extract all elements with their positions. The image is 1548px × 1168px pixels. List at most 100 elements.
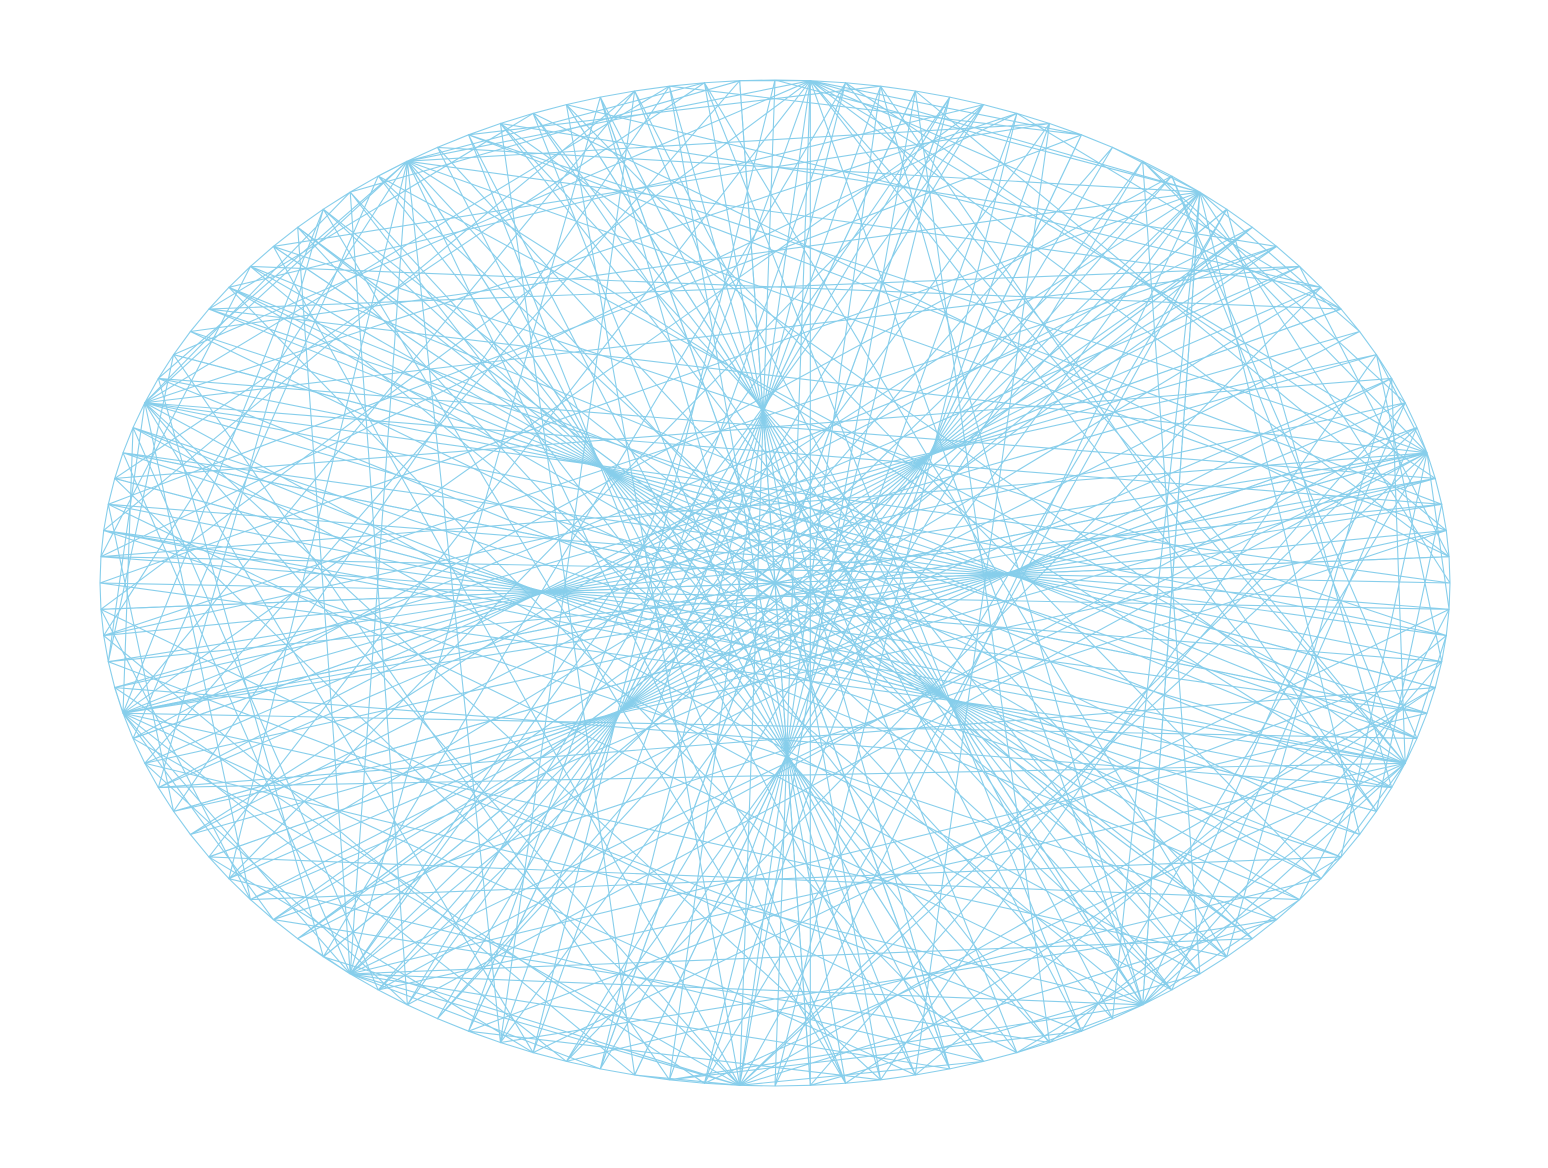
chord-line <box>1016 856 1342 1054</box>
ring-segment <box>532 104 567 114</box>
chord-line <box>499 122 1406 764</box>
ring-segment <box>1391 377 1406 404</box>
chord-line <box>173 85 670 812</box>
ring-segment <box>599 1068 636 1076</box>
ring-segment <box>122 427 134 454</box>
chord-line <box>189 330 1418 739</box>
chord-line <box>1111 146 1201 193</box>
chord-line <box>377 160 408 177</box>
chord-line <box>272 245 1278 921</box>
chord-line <box>122 427 134 714</box>
ring-segment <box>1142 989 1173 1006</box>
chord-line <box>208 112 534 310</box>
ring-segment <box>1434 477 1443 505</box>
ring-segment <box>1299 265 1322 288</box>
ring-segment <box>1142 160 1173 177</box>
chord-line <box>144 762 408 1006</box>
chord-line <box>532 608 1450 1054</box>
chord-line <box>122 354 1377 714</box>
chord-line <box>406 80 811 162</box>
chord-line <box>468 134 1443 505</box>
chord-line <box>249 265 1342 310</box>
chord-line <box>122 452 351 975</box>
ring-segment <box>1445 608 1450 637</box>
chord-line <box>1199 191 1451 584</box>
chord-line <box>173 354 670 1081</box>
chord-line <box>809 80 1342 310</box>
ring-segment <box>100 529 105 558</box>
chord-line <box>739 919 1278 1086</box>
chord-line <box>703 82 1082 1032</box>
chord-line <box>157 687 1436 789</box>
ring-segment <box>1199 956 1228 975</box>
chord-line <box>322 208 1173 991</box>
ring-segment <box>1441 503 1447 531</box>
ring-segment <box>1276 245 1301 268</box>
ring-segment <box>1251 919 1278 940</box>
chord-line <box>499 122 1253 940</box>
chord-line <box>132 308 1342 739</box>
ring-segment <box>1299 878 1322 901</box>
ring-segment <box>132 402 146 429</box>
ring-segment <box>1404 402 1418 429</box>
ring-segment <box>468 122 502 136</box>
chord-line <box>809 80 1082 136</box>
ring-segment <box>499 112 534 125</box>
ring-segment <box>1448 582 1451 610</box>
chord-line <box>297 226 1228 958</box>
chord-line <box>1375 354 1443 663</box>
chord-lines <box>99 79 1451 1087</box>
ring-segment <box>1404 737 1418 764</box>
ring-segment <box>322 191 351 210</box>
chord-line <box>468 90 916 1032</box>
chord-line <box>132 427 1301 901</box>
chord-line <box>1199 191 1361 333</box>
chord-line <box>565 146 1114 1062</box>
chord-line <box>809 80 1428 454</box>
ring-segment <box>1251 226 1278 247</box>
ring-segment <box>983 104 1018 114</box>
chord-line <box>1320 762 1406 880</box>
chord-line <box>208 308 1393 789</box>
chord-line <box>122 712 1228 958</box>
chord-line <box>173 354 1436 689</box>
chord-line <box>774 79 1201 193</box>
chord-line <box>436 175 1173 1020</box>
chord-line <box>914 122 1051 1076</box>
ring-segment <box>983 1052 1018 1062</box>
chord-line <box>668 112 1018 1081</box>
chord-line <box>228 286 1361 836</box>
ring-segment <box>1226 938 1253 958</box>
chord-line <box>1016 112 1342 310</box>
chord-line <box>739 79 776 1086</box>
ring-segment <box>144 762 159 789</box>
chord-line <box>1171 175 1406 764</box>
chord-line <box>144 762 1144 1006</box>
ring-segment <box>739 1084 776 1087</box>
ring-segment <box>809 1082 847 1086</box>
chord-line <box>99 191 1201 584</box>
chord-line <box>157 286 1322 789</box>
chord-line <box>565 191 1201 1062</box>
ring-segment <box>565 96 601 106</box>
ring-segment <box>99 582 102 610</box>
ring-segment <box>774 1084 811 1087</box>
ring-segment <box>1426 687 1436 714</box>
chord-line <box>157 377 1447 637</box>
chord-line <box>406 160 985 1062</box>
chord-line <box>532 112 1201 975</box>
chord-line <box>189 330 1322 880</box>
chord-line <box>132 175 1173 739</box>
ring-segment <box>406 146 439 162</box>
chord-line <box>809 80 1201 193</box>
chord-line <box>880 85 1377 812</box>
chord-line <box>228 104 985 880</box>
ring-segment <box>880 85 916 92</box>
chord-line <box>228 245 1278 880</box>
chord-line <box>914 90 1051 1044</box>
ring-segment <box>173 330 191 356</box>
chord-line <box>468 80 811 1032</box>
ring-segment <box>157 787 175 812</box>
chord-line <box>157 762 1406 789</box>
chord-line <box>144 85 670 404</box>
